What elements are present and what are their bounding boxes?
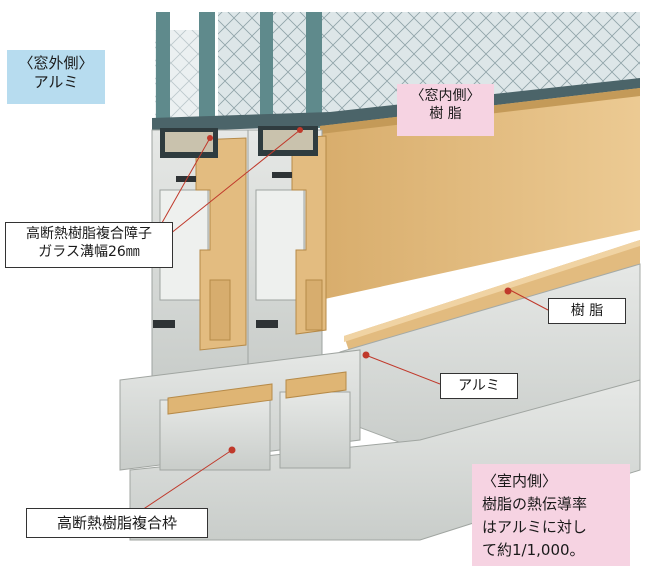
gaskets: [153, 172, 292, 328]
label-aluminum-text: アルミ: [458, 378, 500, 394]
label-inside: 〈窓内側〉 樹 脂: [397, 84, 494, 136]
label-glass-groove-width: ガラス溝幅26㎜: [38, 243, 140, 260]
leader-lines: [129, 129, 549, 519]
label-room-line4: て約1/1,000。: [482, 541, 585, 559]
label-room: 〈室内側〉 樹脂の熱伝導率 はアルミに対し て約1/1,000。: [472, 464, 630, 566]
label-resin: 樹 脂: [548, 298, 626, 324]
label-frame-text: 高断熱樹脂複合枠: [56, 514, 177, 532]
glass-edge-bars: [156, 12, 322, 130]
label-outside: 〈窓外側〉 アルミ: [7, 50, 105, 104]
label-resin-text: 樹 脂: [570, 303, 604, 319]
resin-inner-panel: [320, 88, 640, 300]
label-room-heading: 〈室内側〉: [482, 472, 558, 490]
label-outside-material: アルミ: [33, 72, 79, 91]
glazing-bead: [152, 78, 640, 132]
label-inside-heading: 〈窓内側〉: [410, 88, 481, 104]
label-inside-material: 樹 脂: [429, 105, 462, 122]
label-aluminum: アルミ: [440, 373, 518, 399]
label-room-line2: 樹脂の熱伝導率: [482, 495, 588, 513]
label-glass-groove-sash: 高断熱樹脂複合障子: [26, 226, 152, 242]
glass-channel: [160, 126, 318, 158]
label-outside-heading: 〈窓外側〉: [18, 54, 94, 72]
label-room-line3: はアルミに対し: [482, 518, 587, 536]
frame-resin-rails: [167, 371, 347, 415]
label-glass-groove: 高断熱樹脂複合障子 ガラス溝幅26㎜: [5, 222, 173, 268]
label-frame: 高断熱樹脂複合枠: [26, 508, 208, 538]
resin-sash-profile: [195, 135, 327, 351]
leader-dots: [207, 127, 512, 454]
